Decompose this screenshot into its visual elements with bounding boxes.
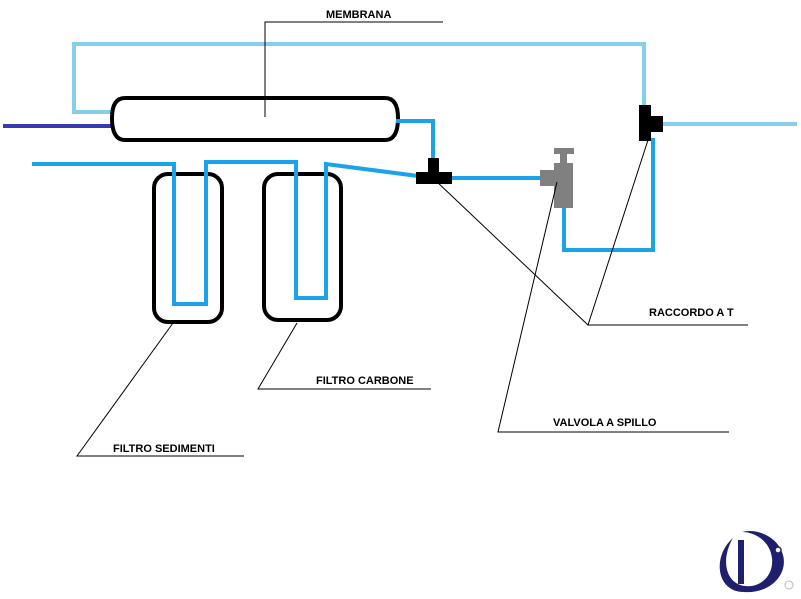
permeate-pipe bbox=[396, 119, 435, 165]
tee-fitting-left bbox=[416, 158, 452, 184]
leader-filtro-carbone bbox=[257, 322, 431, 390]
carbon-filter-housing bbox=[262, 172, 343, 322]
leader-filtro-sedimenti bbox=[76, 322, 244, 457]
sediment-filter-housing bbox=[152, 172, 224, 324]
membrane-housing bbox=[109, 96, 401, 142]
concentrate-pipe bbox=[72, 42, 646, 114]
label-filtro-carbone: FILTRO CARBONE bbox=[316, 375, 414, 387]
label-raccordo-a-t: RACCORDO A T bbox=[649, 307, 734, 319]
leader-lines bbox=[76, 21, 748, 457]
leader-raccordo-tee-left bbox=[434, 179, 589, 326]
needle-valve bbox=[540, 148, 574, 208]
valve-to-tee-pipe bbox=[562, 138, 655, 252]
label-filtro-sedimenti: FILTRO SEDIMENTI bbox=[113, 443, 215, 455]
leader-valvola bbox=[497, 181, 729, 433]
leader-membrana bbox=[264, 21, 443, 117]
leader-raccordo-tee-right bbox=[587, 139, 748, 326]
label-membrana: MEMBRANA bbox=[326, 9, 391, 21]
main-water-pipe bbox=[32, 160, 419, 306]
label-valvola-a-spillo: VALVOLA A SPILLO bbox=[553, 417, 657, 429]
circular-d-logo-icon bbox=[719, 530, 794, 593]
tee-fitting-right bbox=[639, 105, 663, 141]
